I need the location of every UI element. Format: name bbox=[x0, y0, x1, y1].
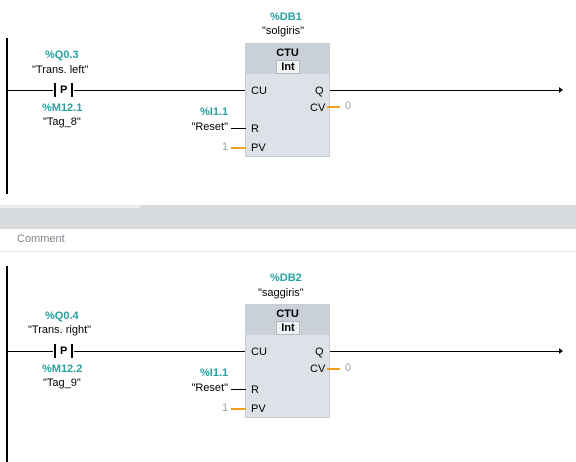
network-separator bbox=[0, 205, 576, 229]
pin-cu: CU bbox=[251, 346, 267, 358]
edge-memory-address: %M12.2 bbox=[42, 363, 83, 375]
contact-bar-left bbox=[54, 83, 56, 97]
pin-cu: CU bbox=[251, 85, 267, 97]
rung-wire bbox=[8, 351, 53, 352]
p-edge-contact[interactable]: P bbox=[54, 83, 74, 97]
reset-wire bbox=[231, 128, 246, 129]
db-address: %DB2 bbox=[270, 272, 302, 284]
rung-wire bbox=[8, 90, 53, 91]
reset-name: "Reset" bbox=[191, 382, 228, 394]
pv-input-wire bbox=[231, 408, 246, 410]
contact-address: %Q0.4 bbox=[45, 310, 79, 322]
reset-address: %I1.1 bbox=[200, 106, 229, 118]
block-type: CTU bbox=[276, 47, 299, 59]
rung-wire bbox=[74, 90, 246, 91]
contact-name: "Trans. left" bbox=[32, 64, 89, 76]
comment-label: Comment bbox=[17, 233, 65, 245]
network-2[interactable]: %Q0.4 "Trans. right" P %M12.2 "Tag_9" %D… bbox=[0, 262, 576, 462]
edge-label: P bbox=[60, 345, 68, 357]
contact-bar-right bbox=[71, 83, 73, 97]
db-name: "saggiris" bbox=[258, 287, 304, 299]
ctu-block[interactable]: CTU Int CU Q CV R PV bbox=[245, 43, 330, 157]
rung-wire bbox=[74, 351, 246, 352]
reset-name: "Reset" bbox=[191, 121, 228, 133]
network-1[interactable]: %Q0.3 "Trans. left" P %M12.1 "Tag_8" %DB… bbox=[0, 0, 576, 200]
contact-name: "Trans. right" bbox=[28, 324, 92, 336]
db-address: %DB1 bbox=[270, 11, 302, 23]
power-rail bbox=[6, 266, 8, 462]
pin-q: Q bbox=[315, 85, 324, 97]
pv-value: 1 bbox=[222, 141, 229, 153]
reset-wire bbox=[231, 389, 246, 390]
separator-highlight bbox=[0, 205, 140, 208]
contact-address: %Q0.3 bbox=[45, 49, 79, 61]
contact-bar-right bbox=[71, 344, 73, 358]
wire-end-arrow bbox=[559, 87, 563, 93]
edge-label: P bbox=[60, 84, 68, 96]
reset-address: %I1.1 bbox=[200, 367, 229, 379]
rung-wire bbox=[327, 351, 561, 352]
cv-value: 0 bbox=[345, 362, 352, 374]
pv-input-wire bbox=[231, 147, 246, 149]
edge-memory-name: "Tag_9" bbox=[43, 377, 81, 389]
power-rail bbox=[6, 38, 8, 194]
db-name: "solgiris" bbox=[262, 25, 305, 37]
block-datatype[interactable]: Int bbox=[276, 60, 300, 74]
cv-value: 0 bbox=[345, 100, 352, 112]
pin-pv: PV bbox=[251, 142, 266, 154]
edge-memory-address: %M12.1 bbox=[42, 102, 83, 114]
edge-memory-name: "Tag_8" bbox=[43, 116, 81, 128]
rung-wire bbox=[327, 90, 561, 91]
contact-bar-left bbox=[54, 344, 56, 358]
pin-r: R bbox=[251, 123, 259, 135]
pin-cv: CV bbox=[310, 102, 326, 114]
network-comment[interactable]: Comment bbox=[0, 229, 576, 252]
pin-cv: CV bbox=[310, 363, 326, 375]
pin-r: R bbox=[251, 384, 259, 396]
pv-value: 1 bbox=[222, 402, 229, 414]
block-datatype[interactable]: Int bbox=[276, 321, 300, 335]
wire-end-arrow bbox=[559, 348, 563, 354]
block-type: CTU bbox=[276, 308, 299, 320]
pin-pv: PV bbox=[251, 403, 266, 415]
pin-q: Q bbox=[315, 346, 324, 358]
ctu-block[interactable]: CTU Int CU Q CV R PV bbox=[245, 304, 330, 418]
p-edge-contact[interactable]: P bbox=[54, 344, 74, 358]
cv-output-wire bbox=[327, 368, 340, 370]
cv-output-wire bbox=[327, 106, 340, 108]
